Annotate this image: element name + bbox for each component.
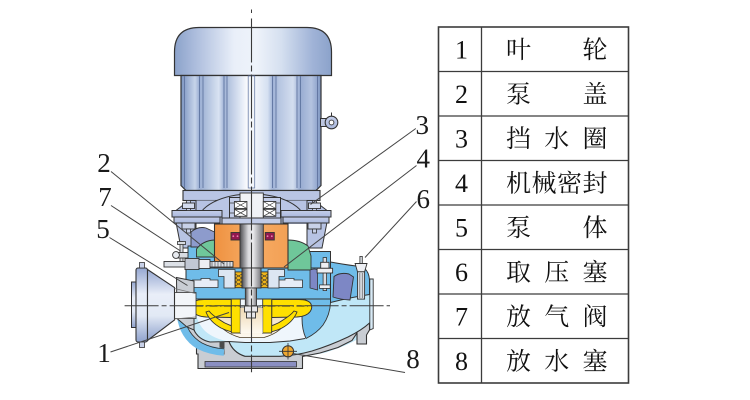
- svg-text:2: 2: [97, 148, 111, 178]
- svg-text:8: 8: [406, 344, 420, 374]
- svg-text:6: 6: [417, 184, 431, 214]
- svg-text:7: 7: [455, 303, 468, 332]
- svg-text:3: 3: [415, 110, 429, 140]
- svg-text:3: 3: [455, 125, 468, 154]
- svg-text:4: 4: [417, 144, 431, 174]
- svg-text:1: 1: [97, 338, 111, 368]
- svg-text:5: 5: [96, 214, 110, 244]
- svg-text:4: 4: [455, 169, 468, 198]
- svg-text:5: 5: [455, 214, 468, 243]
- svg-text:6: 6: [455, 258, 468, 287]
- svg-text:7: 7: [98, 182, 112, 212]
- svg-text:1: 1: [455, 36, 468, 65]
- svg-text:8: 8: [455, 347, 468, 376]
- svg-text:2: 2: [455, 80, 468, 109]
